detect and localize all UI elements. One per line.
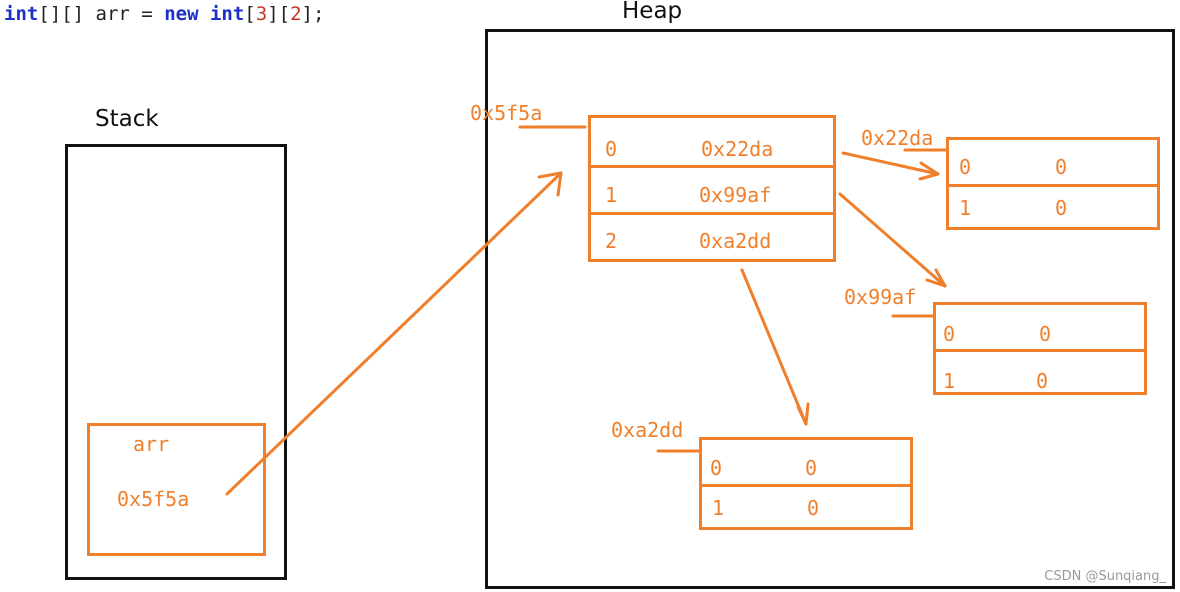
inner-1-row-0-index: 0 — [943, 322, 956, 346]
arrow-outer-to-inner2 — [740, 268, 810, 426]
keyword-new: new — [164, 3, 199, 25]
heap-region — [485, 29, 1175, 589]
code-varname: arr — [95, 3, 130, 25]
stack-label: Stack — [95, 106, 159, 132]
keyword-int-2: int — [209, 3, 245, 25]
watermark: CSDN @Sunqiang_ — [1044, 569, 1166, 584]
inner-1-row-1-index: 1 — [943, 369, 956, 393]
inner-array-1-box: 0 0 1 0 — [933, 302, 1147, 395]
code-declaration: int[][] arr = new int[3][2]; — [4, 2, 324, 26]
code-dim1-open: [ — [244, 3, 256, 25]
arrow-stack-to-outer — [225, 171, 563, 496]
outer-row-1-value: 0x99af — [699, 183, 772, 207]
code-dim2: 2 — [290, 3, 302, 25]
outer-row-1: 1 0x99af — [591, 165, 833, 213]
keyword-int: int — [4, 3, 39, 25]
inner-1-row-0-value: 0 — [1039, 322, 1052, 346]
arrow-row1-to-inner1 — [838, 192, 947, 288]
inner-2-row-0-index: 0 — [710, 456, 723, 480]
outer-row-0-index: 0 — [605, 137, 618, 161]
inner-0-row-1-value: 0 — [1055, 196, 1068, 220]
inner-array-2-box: 0 0 1 0 — [699, 437, 913, 530]
stack-variable-box: arr 0x5f5a — [87, 423, 266, 556]
code-dim-mid: ][ — [267, 3, 291, 25]
inner-1-row-1-value: 0 — [1036, 369, 1049, 393]
inner-array-0-box: 0 0 1 0 — [946, 137, 1160, 230]
stack-var-value: 0x5f5a — [117, 487, 190, 511]
inner-2-row-1-value: 0 — [807, 496, 820, 520]
inner-array-1-address: 0x99af — [844, 285, 917, 309]
inner-array-0-address: 0x22da — [861, 126, 934, 150]
arrow-row0-to-inner0 — [841, 151, 940, 181]
stack-region — [65, 144, 287, 580]
code-brackets: [][] — [38, 3, 96, 25]
stack-var-name: arr — [133, 432, 170, 456]
inner-2-row-0: 0 0 — [702, 440, 910, 486]
heap-label: Heap — [622, 0, 683, 24]
inner-2-row-1-index: 1 — [712, 496, 725, 520]
outer-row-2-value: 0xa2dd — [699, 229, 772, 253]
inner-0-row-0: 0 0 — [949, 140, 1157, 186]
outer-array-address: 0x5f5a — [470, 101, 543, 125]
code-dim1: 3 — [255, 3, 268, 25]
code-assign: = — [129, 3, 165, 25]
code-dim2-close: ]; — [301, 3, 325, 25]
inner-0-row-1: 1 0 — [949, 184, 1157, 230]
inner-0-row-0-index: 0 — [959, 155, 972, 179]
inner-1-row-0: 0 0 — [936, 305, 1144, 351]
inner-array-2-address: 0xa2dd — [611, 418, 684, 442]
inner-0-row-1-index: 1 — [959, 196, 972, 220]
inner-2-row-1: 1 0 — [702, 484, 910, 530]
outer-row-1-index: 1 — [605, 183, 618, 207]
inner-1-row-1: 1 0 — [936, 349, 1144, 395]
outer-array-box: 0 0x22da 1 0x99af 2 0xa2dd — [588, 115, 836, 262]
outer-row-0: 0 0x22da — [591, 118, 833, 168]
inner-0-row-0-value: 0 — [1055, 155, 1068, 179]
outer-row-2-index: 2 — [605, 229, 618, 253]
inner-2-row-0-value: 0 — [805, 456, 818, 480]
outer-row-2: 2 0xa2dd — [591, 212, 833, 262]
outer-row-0-value: 0x22da — [701, 137, 774, 161]
